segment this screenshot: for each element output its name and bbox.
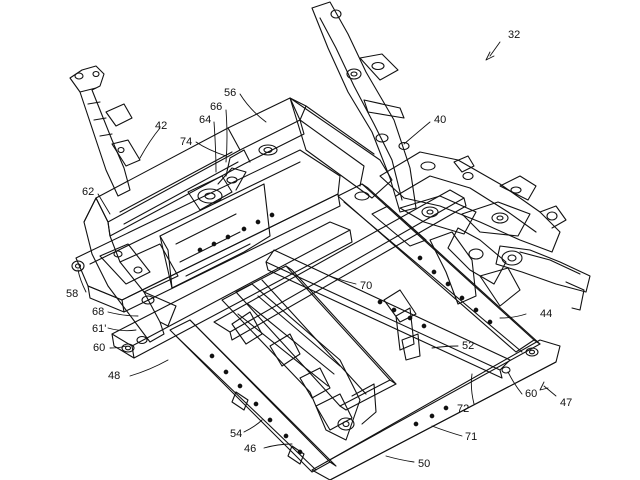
- ref-label-68: 68: [92, 306, 105, 318]
- center-cross-members: [214, 190, 510, 410]
- ref-label-72: 72: [457, 403, 470, 415]
- ref-label-70: 70: [360, 280, 373, 292]
- front-base-rail: [312, 340, 560, 480]
- ref-label-58: 58: [66, 288, 79, 300]
- ref-label-74: 74: [180, 136, 193, 148]
- actuator-motor: [160, 150, 270, 288]
- ref-label-52: 52: [462, 340, 475, 352]
- ref-label-61-prime: 61': [92, 323, 107, 335]
- ref-label-44: 44: [540, 308, 553, 320]
- ref-label-42: 42: [155, 120, 168, 132]
- ref-label-64: 64: [199, 114, 212, 126]
- right-back-link: [312, 2, 416, 212]
- ref-label-54: 54: [230, 428, 243, 440]
- ref-label-46: 46: [244, 443, 257, 455]
- ref-label-62: 62: [82, 186, 95, 198]
- ref-label-60-left: 60: [93, 342, 106, 354]
- ref-label-60-right: 60: [525, 388, 538, 400]
- ref-label-48: 48: [108, 370, 121, 382]
- lower-linkage: [222, 284, 376, 440]
- ref-label-32: 32: [508, 29, 521, 41]
- ref-label-47: 47: [560, 397, 573, 409]
- ref-label-66: 66: [210, 101, 223, 113]
- ref-label-56: 56: [224, 87, 237, 99]
- left-side-plate: [72, 198, 178, 342]
- left-upright-bracket: [70, 66, 140, 196]
- right-side-rail: [338, 184, 540, 360]
- rear-box-frame: [96, 98, 392, 236]
- leader-lines: [78, 42, 556, 462]
- ref-label-50: 50: [418, 458, 431, 470]
- lower-left-side-rail: [170, 320, 336, 472]
- front-cross-rail: [76, 150, 340, 312]
- right-linkage-cluster: [380, 152, 590, 310]
- ref-label-40: 40: [434, 114, 447, 126]
- ref-label-71: 71: [465, 431, 478, 443]
